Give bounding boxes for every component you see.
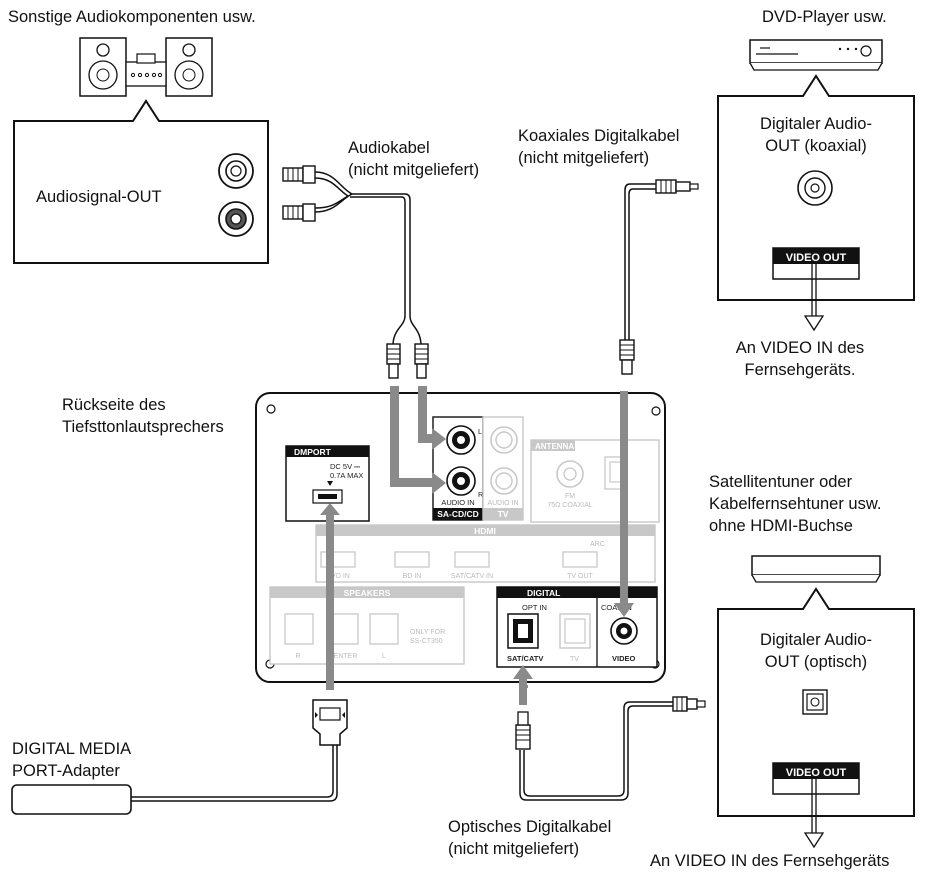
sat-tuner-label-2: Kabelfernsehtuner usw. xyxy=(709,495,881,513)
to-video-in-bottom-label: An VIDEO IN des Fernsehgeräts xyxy=(650,852,889,870)
svg-text:TV: TV xyxy=(498,509,509,519)
audio-component-label: Sonstige Audiokomponenten usw. xyxy=(8,8,256,26)
audio-cable-label-1: Audiokabel xyxy=(348,139,430,157)
opt-in-arrow-up xyxy=(513,665,533,705)
svg-text:L: L xyxy=(382,653,386,660)
rear-subwoofer-label-2: Tiefsttonlautsprechers xyxy=(62,418,224,436)
coax-jack-icon xyxy=(797,170,833,206)
audio-signal-out-label: Audiosignal-OUT xyxy=(36,188,162,206)
svg-text:ANTENNA: ANTENNA xyxy=(535,442,574,451)
to-video-in-top-label-2: Fernsehgeräts. xyxy=(745,361,856,379)
dmport-arrow-up xyxy=(320,503,340,690)
svg-text:ARC: ARC xyxy=(590,541,605,548)
svg-text:SAT/CATV: SAT/CATV xyxy=(507,654,543,663)
svg-text:L: L xyxy=(478,427,482,436)
digital-section: DIGITAL OPT IN COAX IN SAT/CATV TV VIDEO xyxy=(496,586,658,668)
dvd-player-label: DVD-Player usw. xyxy=(762,8,887,26)
svg-text:SPEAKERS: SPEAKERS xyxy=(344,588,391,598)
hifi-system-icon xyxy=(79,37,213,97)
svg-text:0.7A MAX: 0.7A MAX xyxy=(330,471,363,480)
dmport-adapter-label-1: DIGITAL MEDIA xyxy=(12,740,131,758)
optical-jack-icon xyxy=(802,689,828,715)
digital-audio-opt-label-2: OUT (optisch) xyxy=(765,653,867,671)
audio-cable xyxy=(282,165,429,379)
sat-tuner-label-3: ohne HDMI-Buchse xyxy=(709,517,853,535)
svg-text:AUDIO IN: AUDIO IN xyxy=(441,498,474,507)
dmport-adapter-icon xyxy=(11,699,348,815)
svg-text:COAX IN: COAX IN xyxy=(601,603,632,612)
svg-text:VIDEO OUT: VIDEO OUT xyxy=(786,767,847,779)
rca-jack-icon xyxy=(218,153,254,237)
svg-text:TV: TV xyxy=(570,656,579,663)
svg-text:SA-CD/CD: SA-CD/CD xyxy=(437,509,479,519)
dvd-player-icon xyxy=(749,39,883,71)
svg-text:DMPORT: DMPORT xyxy=(294,447,332,457)
svg-text:ONLY FOR: ONLY FOR xyxy=(410,629,445,636)
svg-text:CENTER: CENTER xyxy=(329,653,358,660)
to-video-in-top-label-1: An VIDEO IN des xyxy=(736,339,864,357)
arrow-down-icon xyxy=(803,264,825,332)
svg-text:DVD IN: DVD IN xyxy=(326,573,350,580)
digital-audio-opt-label-1: Digitaler Audio- xyxy=(760,631,872,649)
digital-audio-coax-label-2: OUT (koaxial) xyxy=(765,137,866,155)
coax-cable-label-2: (nicht mitgeliefert) xyxy=(518,149,649,167)
svg-text:R: R xyxy=(295,653,300,660)
coax-cable-label-1: Koaxiales Digitalkabel xyxy=(518,127,679,145)
svg-text:R: R xyxy=(478,490,484,499)
audio-in-arrows xyxy=(390,386,446,494)
svg-text:TV OUT: TV OUT xyxy=(567,573,593,580)
audio-in-sacd: SA-CD/CD L R AUDIO IN xyxy=(432,416,484,521)
svg-text:DIGITAL: DIGITAL xyxy=(527,588,560,598)
sat-tuner-icon xyxy=(751,555,881,583)
antenna-section: ANTENNA FM 75Ω COAXIAL xyxy=(530,439,660,523)
dmport-section: DMPORT DC 5V ⎓ 0.7A MAX xyxy=(285,445,370,522)
svg-text:HDMI: HDMI xyxy=(474,526,496,536)
svg-text:75Ω COAXIAL: 75Ω COAXIAL xyxy=(547,502,592,509)
optical-cable xyxy=(515,696,706,801)
svg-text:BD IN: BD IN xyxy=(403,573,422,580)
svg-text:FM: FM xyxy=(565,493,575,500)
audio-component-callout xyxy=(13,99,269,264)
coax-cable xyxy=(619,179,699,375)
digital-audio-coax-label-1: Digitaler Audio- xyxy=(760,115,872,133)
svg-text:SAT/CATV IN: SAT/CATV IN xyxy=(451,573,493,580)
svg-text:AUDIO IN: AUDIO IN xyxy=(487,500,518,507)
svg-text:DC 5V ⎓: DC 5V ⎓ xyxy=(330,462,361,471)
coax-in-arrow xyxy=(614,391,634,617)
speakers-section: SPEAKERS R CENTER L ONLY FOR SS-CT350 xyxy=(269,586,465,665)
svg-text:OPT IN: OPT IN xyxy=(522,603,547,612)
rear-subwoofer-label-1: Rückseite des xyxy=(62,396,166,414)
video-out-badge-bottom: VIDEO OUT xyxy=(772,762,860,795)
svg-text:SS-CT350: SS-CT350 xyxy=(410,638,443,645)
optical-cable-label-2: (nicht mitgeliefert) xyxy=(448,840,579,858)
dmport-adapter-label-2: PORT-Adapter xyxy=(12,762,120,780)
optical-cable-label-1: Optisches Digitalkabel xyxy=(448,818,611,836)
arrow-down-icon-bottom xyxy=(803,779,825,849)
hdmi-section: HDMI DVD IN BD IN SAT/CATV IN TV OUT ARC xyxy=(315,524,656,583)
audio-cable-label-2: (nicht mitgeliefert) xyxy=(348,161,479,179)
svg-text:VIDEO OUT: VIDEO OUT xyxy=(786,252,847,264)
audio-in-tv: TV AUDIO IN xyxy=(482,416,524,521)
svg-text:VIDEO: VIDEO xyxy=(612,654,636,663)
sat-tuner-label-1: Satellitentuner oder xyxy=(709,473,853,491)
